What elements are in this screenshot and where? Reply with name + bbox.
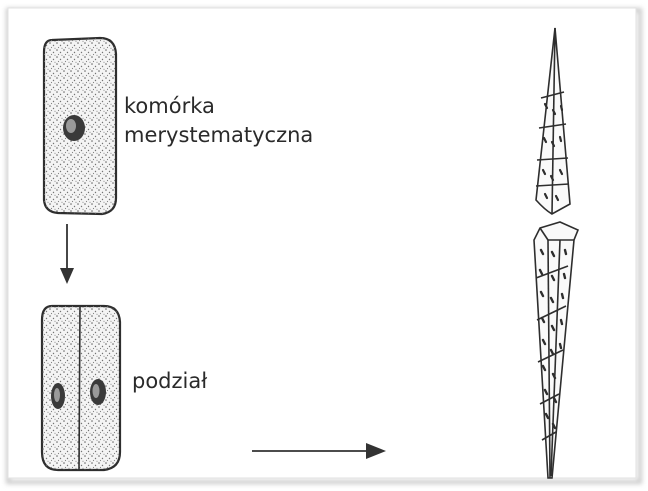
- label-merystematyczna: merystematyczna: [124, 123, 313, 148]
- division-wall: [79, 306, 80, 470]
- dividing-cell: [42, 306, 120, 470]
- label-komorka: komórka: [124, 94, 215, 119]
- meristematic-cell: [44, 38, 116, 214]
- label-podzial: podział: [132, 369, 207, 394]
